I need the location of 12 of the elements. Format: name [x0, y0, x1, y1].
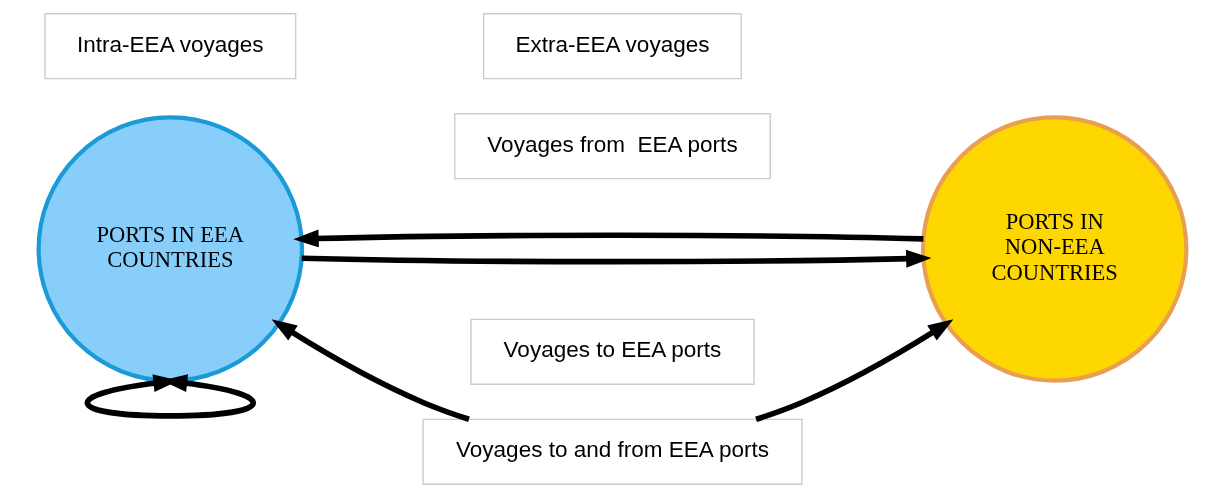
node-box: Voyages to EEA ports	[470, 318, 755, 385]
arrow	[271, 319, 470, 422]
node-box: Voyages from EEA ports	[454, 113, 771, 180]
arrow	[755, 319, 954, 422]
node-circle: PORTS IN NON-EEA COUNTRIES	[920, 115, 1189, 383]
arrow	[301, 249, 932, 268]
node-circle: PORTS IN EEA COUNTRIES	[36, 115, 305, 383]
arrow	[293, 229, 924, 248]
arrow	[84, 374, 256, 419]
node-box: Intra-EEA voyages	[44, 13, 297, 80]
node-box: Extra-EEA voyages	[482, 13, 743, 80]
node-box: Voyages to and from EEA ports	[422, 418, 803, 485]
